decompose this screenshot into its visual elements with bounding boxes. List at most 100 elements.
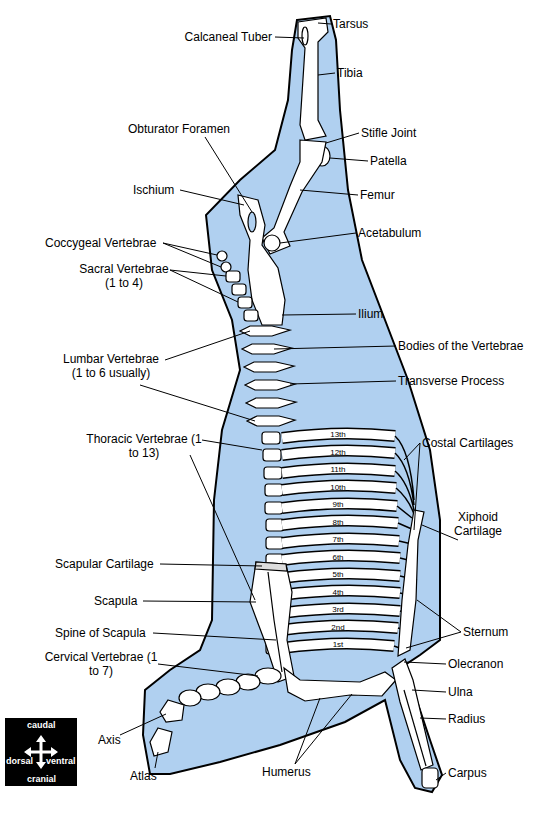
- femur-bone: [262, 140, 326, 254]
- lumbar-vertebra: [240, 326, 290, 336]
- acetabulum-socket: [264, 235, 280, 251]
- part-label: Sternum: [463, 625, 508, 639]
- part-label: Spine of Scapula: [55, 626, 146, 640]
- part-label: Cervical Vertebrae (1 to 7): [44, 650, 158, 678]
- part-label: Radius: [448, 712, 485, 726]
- leader-line: [300, 190, 358, 195]
- rib-bone: [282, 433, 400, 648]
- leader-line: [412, 690, 446, 692]
- leader-line: [160, 564, 262, 566]
- compass-word: ventral: [46, 756, 76, 766]
- leader-line: [205, 137, 252, 212]
- lumbar-vertebra: [246, 398, 296, 408]
- leader-line: [143, 601, 256, 602]
- atlas-vertebra: [150, 728, 172, 756]
- part-label: Olecranon: [448, 657, 503, 671]
- leader-line: [404, 662, 446, 664]
- leader-line: [202, 440, 262, 450]
- part-label: Bodies of the Vertebrae: [398, 339, 523, 353]
- thoracic-vertebra: [266, 537, 284, 549]
- leader-line: [330, 158, 368, 161]
- scapular-cartilage: [255, 562, 287, 571]
- part-label: Stifle Joint: [361, 126, 416, 140]
- part-label: Thoracic Vertebrae (1 to 13): [86, 432, 202, 460]
- lumbar-vertebra: [244, 362, 294, 372]
- leader-line: [420, 718, 446, 719]
- rib-number: 2nd: [326, 623, 350, 633]
- leader-line: [318, 23, 331, 24]
- leader-line: [165, 331, 250, 360]
- rib-number: 11th: [326, 465, 350, 475]
- part-label: Carpus: [448, 766, 487, 780]
- pelvis-bone: [238, 195, 285, 325]
- coccygeal-vertebra: [217, 251, 227, 261]
- rib-number: 8th: [326, 518, 350, 528]
- rib-number: 10th: [326, 483, 350, 493]
- axis-vertebra: [160, 700, 184, 722]
- scapula-bone: [250, 562, 294, 682]
- part-label: Calcaneal Tuber: [140, 30, 272, 44]
- part-label: Obturator Foramen: [128, 122, 230, 136]
- leader-line: [275, 37, 304, 38]
- part-label: Ulna: [448, 685, 473, 699]
- part-label: Transverse Process: [398, 374, 504, 388]
- radius-line: [404, 690, 426, 766]
- leader-line: [290, 381, 396, 384]
- part-label: Scapula: [94, 594, 137, 608]
- humerus-bone: [284, 668, 396, 701]
- thoracic-vertebra: [265, 502, 283, 514]
- leader-line: [153, 633, 276, 640]
- rib-number: 12th: [326, 448, 350, 458]
- scapula-spine: [268, 572, 282, 672]
- leader-line: [280, 233, 356, 243]
- part-label: Scapular Cartilage: [55, 557, 154, 571]
- part-label: Axis: [98, 733, 121, 747]
- part-label: Tarsus: [333, 17, 368, 31]
- thoracic-vertebra: [265, 484, 283, 496]
- leader-line: [295, 698, 320, 764]
- lumbar-vertebra: [245, 380, 295, 390]
- sacral-vertebra: [244, 310, 258, 321]
- thoracic-vertebra: [262, 432, 280, 444]
- rib-number: 4th: [326, 588, 350, 598]
- rib-number: 7th: [326, 535, 350, 545]
- leader-line: [417, 600, 461, 632]
- cervical-vertebra: [179, 690, 201, 706]
- part-label: Sacral Vertebrae (1 to 4): [74, 262, 174, 290]
- sternum-bone: [398, 510, 424, 656]
- rib-number: 13th: [326, 430, 350, 440]
- leader-line: [158, 664, 258, 676]
- rib-number: 1st: [326, 640, 350, 650]
- sacral-vertebra: [226, 271, 240, 282]
- leader-line: [274, 346, 396, 349]
- compass-word: caudal: [27, 720, 56, 730]
- compass-word: cranial: [27, 774, 56, 784]
- part-label: Xiphoid Cartilage: [446, 510, 510, 538]
- part-label: Lumbar Vertebrae (1 to 6 usually): [58, 352, 164, 380]
- leader-line: [326, 133, 359, 143]
- leader-line: [180, 190, 244, 205]
- obturator-foramen: [248, 212, 256, 232]
- sacral-vertebra: [232, 284, 246, 295]
- leader-line: [170, 270, 226, 276]
- part-label: Patella: [370, 154, 407, 168]
- leader-lines: [120, 23, 461, 780]
- leader-line: [163, 243, 221, 267]
- tarsus-slot: [302, 27, 308, 45]
- leader-line: [140, 385, 255, 421]
- leader-line: [282, 314, 356, 315]
- ribs: [282, 433, 417, 650]
- leader-line: [163, 243, 217, 255]
- leader-line: [190, 455, 255, 600]
- sacral-vertebra: [238, 297, 252, 308]
- thoracic-vertebra: [263, 449, 281, 461]
- forequarter-bones: [150, 510, 438, 788]
- thoracic-vertebra: [264, 467, 282, 479]
- rib-outline: [282, 433, 400, 648]
- leader-line: [318, 73, 335, 75]
- leader-line: [436, 773, 446, 780]
- leader-line: [404, 443, 420, 460]
- rib-number: 5th: [326, 570, 350, 580]
- part-label: Coccygeal Vertebrae: [45, 236, 156, 250]
